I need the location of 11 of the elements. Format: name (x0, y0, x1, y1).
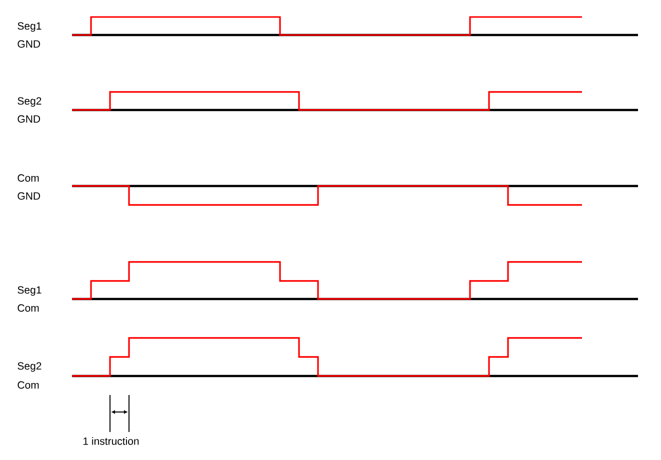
signal-label: Seg1 (18, 22, 42, 32)
signal-label: Seg2 (18, 362, 42, 372)
signal-label: Com (18, 304, 39, 312)
signal-label: GND (18, 115, 40, 123)
signal-label: Seg1 (18, 286, 42, 296)
signal-label: Com (18, 381, 39, 389)
signal-label: Seg2 (18, 97, 42, 107)
signal-label: Com (18, 174, 39, 182)
dimension-label: 1 instruction (84, 437, 139, 445)
signal-label: GND (18, 192, 40, 200)
signal-label: GND (18, 40, 40, 48)
